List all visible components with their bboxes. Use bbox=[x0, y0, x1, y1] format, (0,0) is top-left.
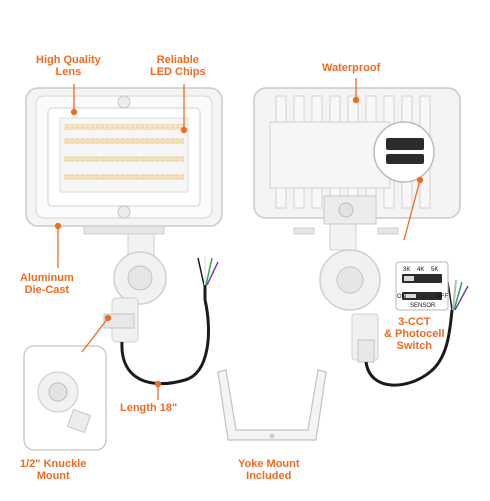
label-line: Yoke Mount bbox=[238, 458, 300, 470]
label-line: 1/2" Knuckle bbox=[20, 458, 87, 470]
label-reliable-led-chips: Reliable LED Chips bbox=[150, 54, 206, 78]
label-line: Mount bbox=[36, 470, 70, 482]
label-line: Lens bbox=[55, 66, 82, 78]
switch-closeup: 3K 4K 5K ON OFF SENSOR bbox=[395, 261, 449, 311]
wire-leads-back bbox=[447, 279, 469, 311]
label-yoke-mount: Yoke Mount Included bbox=[238, 458, 300, 482]
label-aluminum-die-cast: Aluminum Die-Cast bbox=[20, 272, 74, 296]
label-waterproof: Waterproof bbox=[322, 62, 380, 74]
label-line: Length 18" bbox=[120, 402, 178, 414]
knuckle-mount-inset bbox=[23, 345, 107, 451]
leader-lines bbox=[54, 78, 424, 400]
switch-cct-4k: 4K bbox=[417, 267, 424, 273]
label-line: High Quality bbox=[36, 54, 101, 66]
label-line: Die-Cast bbox=[24, 284, 70, 296]
label-high-quality-lens: High Quality Lens bbox=[36, 54, 101, 78]
switch-sensor: SENSOR bbox=[410, 303, 436, 309]
switch-cct-3k: 3K bbox=[403, 267, 410, 273]
switch-on: ON bbox=[397, 294, 406, 300]
label-line: Waterproof bbox=[322, 62, 381, 74]
switch-panel-back bbox=[373, 121, 435, 183]
label-knuckle-mount: 1/2" Knuckle Mount bbox=[20, 458, 86, 482]
label-line: Aluminum bbox=[20, 272, 74, 284]
label-line: 3-CCT bbox=[398, 316, 431, 328]
label-3cct-photocell: 3-CCT & Photocell Switch bbox=[384, 316, 445, 352]
switch-cct-5k: 5K bbox=[431, 267, 438, 273]
label-line: & Photocell bbox=[384, 328, 445, 340]
yoke-bracket bbox=[217, 369, 327, 441]
label-length: Length 18" bbox=[120, 402, 177, 414]
label-line: Switch bbox=[396, 340, 432, 352]
front-flood-light bbox=[25, 87, 223, 386]
back-flood-light bbox=[253, 87, 469, 387]
label-line: Reliable bbox=[156, 54, 199, 66]
switch-off: OFF bbox=[436, 294, 448, 300]
label-line: Included bbox=[246, 470, 292, 482]
wire-leads-front bbox=[197, 256, 219, 286]
label-line: LED Chips bbox=[150, 66, 206, 78]
